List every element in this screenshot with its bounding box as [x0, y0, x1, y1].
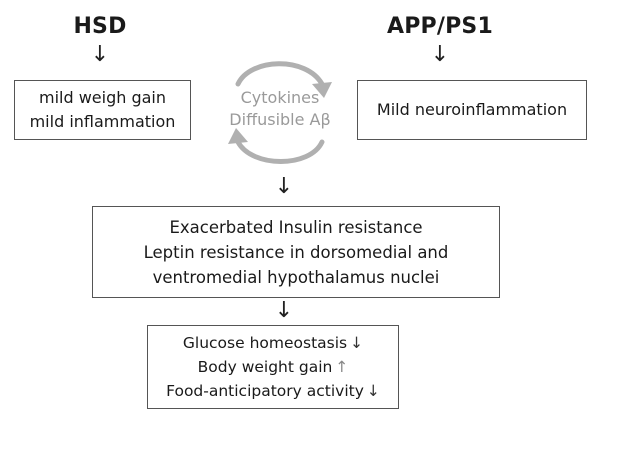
cycle-upper-arc [235, 61, 325, 87]
hsd-down-arrow: ↓ [90, 42, 110, 67]
decrease-arrow-icon: ↓ [366, 382, 380, 400]
middle-line-1: Exacerbated Insulin resistance [169, 217, 423, 237]
outcome-box: Glucose homeostasis↓ Body weight gain↑ F… [147, 325, 399, 409]
cycle-labels: Cytokines Diffusible Aβ [215, 87, 345, 131]
middle-down-arrow: ↓ [274, 174, 294, 199]
outcome-label-food-activity: Food-anticipatory activity [166, 382, 364, 400]
outcome-item-food-activity: Food-anticipatory activity↓ [166, 379, 380, 403]
hsd-effect-line-2: mild inflammation [29, 112, 176, 131]
hsd-title: HSD [73, 14, 127, 39]
hsd-effect-line-1: mild weigh gain [38, 88, 167, 107]
cycle-lower-arrowhead [228, 128, 248, 144]
app-ps1-title: APP/PS1 [387, 14, 493, 39]
outcome-item-body-weight: Body weight gain↑ [198, 355, 349, 379]
middle-line-3: ventromedial hypothalamus nuclei [152, 267, 440, 287]
outcome-down-arrow: ↓ [274, 298, 294, 323]
insulin-leptin-resistance-box: Exacerbated Insulin resistance Leptin re… [92, 206, 500, 298]
app-ps1-effects-box: Mild neuroinflammation [357, 80, 587, 140]
decrease-arrow-icon: ↓ [350, 334, 364, 352]
cycle-lower-arc [235, 139, 325, 164]
hsd-effects-box: mild weigh gain mild inflammation [14, 80, 191, 140]
app-ps1-down-arrow: ↓ [430, 42, 450, 67]
interaction-cycle-arrows [228, 61, 332, 164]
app-ps1-effect-line: Mild neuroinflammation [376, 100, 568, 119]
middle-line-2: Leptin resistance in dorsomedial and [143, 242, 449, 262]
cycle-upper-arrowhead [312, 82, 332, 98]
outcome-item-glucose: Glucose homeostasis↓ [183, 331, 363, 355]
outcome-label-glucose: Glucose homeostasis [182, 334, 348, 352]
increase-arrow-icon: ↑ [335, 358, 349, 376]
outcome-label-body-weight: Body weight gain [197, 358, 333, 376]
cycle-label-diffusible-abeta: Diffusible Aβ [229, 110, 331, 129]
cycle-label-cytokines: Cytokines [240, 88, 320, 107]
